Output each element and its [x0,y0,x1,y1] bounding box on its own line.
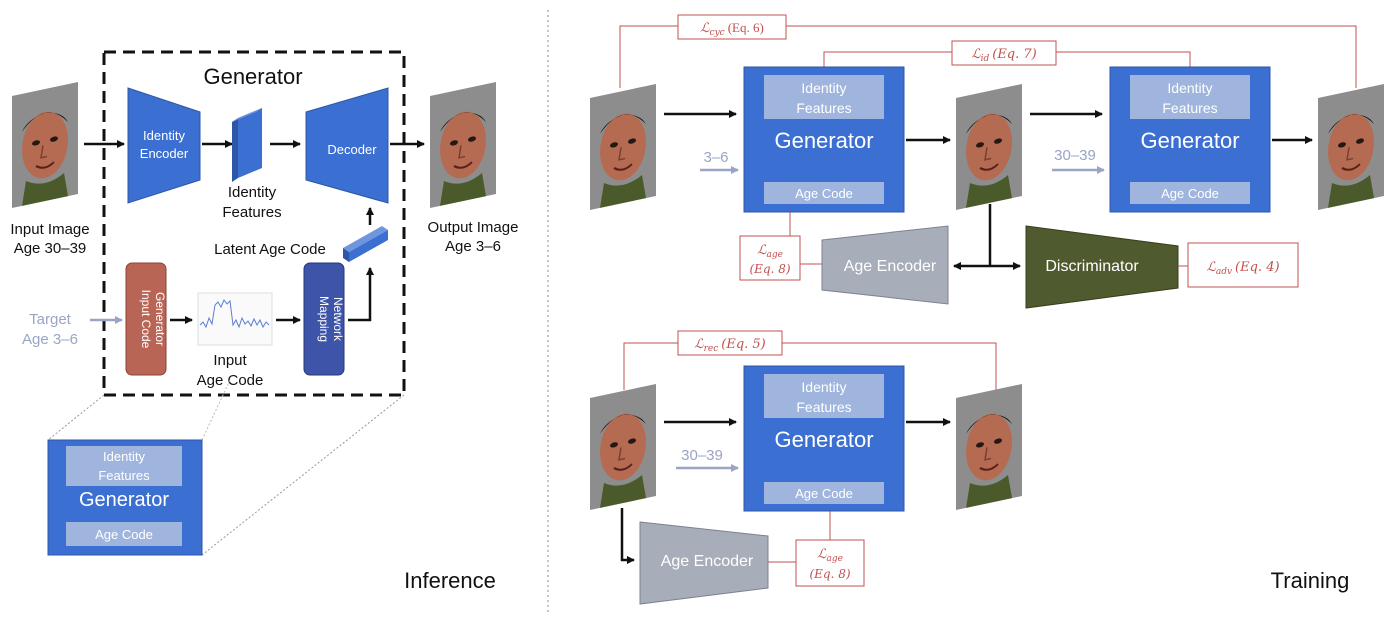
input-image-age: Age 30–39 [14,240,87,257]
gen2-title: Generator [1140,128,1239,153]
generator-title: Generator [203,64,302,89]
arrow-mapping-to-latent [348,267,374,322]
identity-features-label1: Identity [228,184,277,201]
loss-age-top-sym: ℒage [757,243,783,260]
mapping-network-line2: Network [331,297,345,342]
input-image-label: Input Image [10,221,89,238]
recon-identity-line2: Features [796,399,851,415]
target-label: Target [29,311,72,328]
input-code-generator-line1: Input Code [139,290,153,349]
projection-line-right [201,394,405,556]
output-image-age: Age 3–6 [445,238,501,255]
age-30-39-label-a: 30–39 [1054,147,1096,164]
identity-encoder-line2: Encoder [140,146,189,161]
input-face-image [10,80,80,210]
input-age-code-plot [197,292,273,346]
age-encoder-top-label: Age Encoder [844,258,937,275]
output-face-image [428,80,498,210]
arrow-to-age-encoder-bottom [620,508,635,564]
decoder-block [305,87,389,204]
training-generated-face [954,82,1024,212]
identity-features-tensor [232,108,262,182]
recon-identity-line1: Identity [801,379,846,395]
inference-section-label: Inference [404,568,496,593]
recon-generator-title: Generator [774,427,873,452]
mini-generator-title: Generator [79,489,169,511]
gen1-identity-line2: Features [796,100,851,116]
latent-age-code-tensor [343,226,388,262]
loss-age-bottom-box [795,539,865,587]
loss-age-bottom-ref: (Eq. 8) [809,567,850,581]
gen2-identity-line2: Features [1162,100,1217,116]
identity-features-label2: Features [222,204,281,221]
projection-line-left [47,394,105,441]
loss-age-bottom-sym: ℒage [817,547,843,564]
mini-identity-line2: Features [98,468,150,483]
mini-age-code-label: Age Code [95,527,153,542]
gen2-age-code-label: Age Code [1161,186,1219,201]
loss-age-top-box [739,235,801,281]
latent-age-code-label: Latent Age Code [214,241,326,258]
loss-id-box [951,40,1057,66]
recon-input-face [588,382,658,512]
target-age: Age 3–6 [22,331,78,348]
discriminator-block [1025,225,1179,309]
age-3-6-label: 3–6 [703,149,728,166]
loss-cyc-text: ℒcyc(Eq. 6) [700,20,764,38]
mini-age-code-box [66,522,182,546]
training-input-face [588,82,658,212]
input-age-code-label1: Input [213,352,247,369]
age-encoder-bottom-block [639,521,769,605]
loss-adv-text: ℒadv(Eq. 4) [1206,260,1279,277]
mini-identity-line1: Identity [103,449,145,464]
loss-age-top-ref: (Eq. 8) [749,262,790,276]
gen2-age-code-box [1130,182,1250,204]
output-image-label: Output Image [428,219,519,236]
mapping-network-line1: Mapping [317,296,331,342]
identity-encoder-line1: Identity [143,128,185,143]
recon-identity-box [764,374,884,418]
input-code-generator-line2: Generator [153,292,167,346]
gen1-identity-line1: Identity [801,80,846,96]
training-reconstructed-face [1316,82,1386,212]
projection-line-mid [201,379,231,441]
gen1-title: Generator [774,128,873,153]
age-encoder-top-block [821,225,949,305]
gen1-identity-box [764,75,884,119]
decoder-label: Decoder [327,142,377,157]
loss-cyc-box [677,14,787,40]
training-section-label: Training [1271,568,1350,593]
recon-age-code-label: Age Code [795,486,853,501]
cyc-loss-line [619,25,1357,88]
mini-identity-features-box [66,446,182,486]
loss-id-text: ℒid(Eq. 7) [971,47,1037,64]
gen2-identity-box [1130,75,1250,119]
gen2-identity-line1: Identity [1167,80,1212,96]
rec-loss-line [623,342,997,390]
loss-rec-text: ℒrec(Eq. 5) [694,337,766,354]
age-encoder-bottom-label: Age Encoder [661,553,754,570]
age-30-39-label-b: 30–39 [681,447,723,464]
gen1-age-code-label: Age Code [795,186,853,201]
discriminator-label: Discriminator [1045,258,1139,275]
loss-adv-box [1187,242,1299,288]
recon-age-code-box [764,482,884,504]
identity-encoder-block [127,87,201,204]
mapping-network-block [303,262,345,376]
gen1-age-code-box [764,182,884,204]
recon-output-face [954,382,1024,512]
loss-rec-box [677,330,783,356]
input-code-generator-block [125,262,167,376]
